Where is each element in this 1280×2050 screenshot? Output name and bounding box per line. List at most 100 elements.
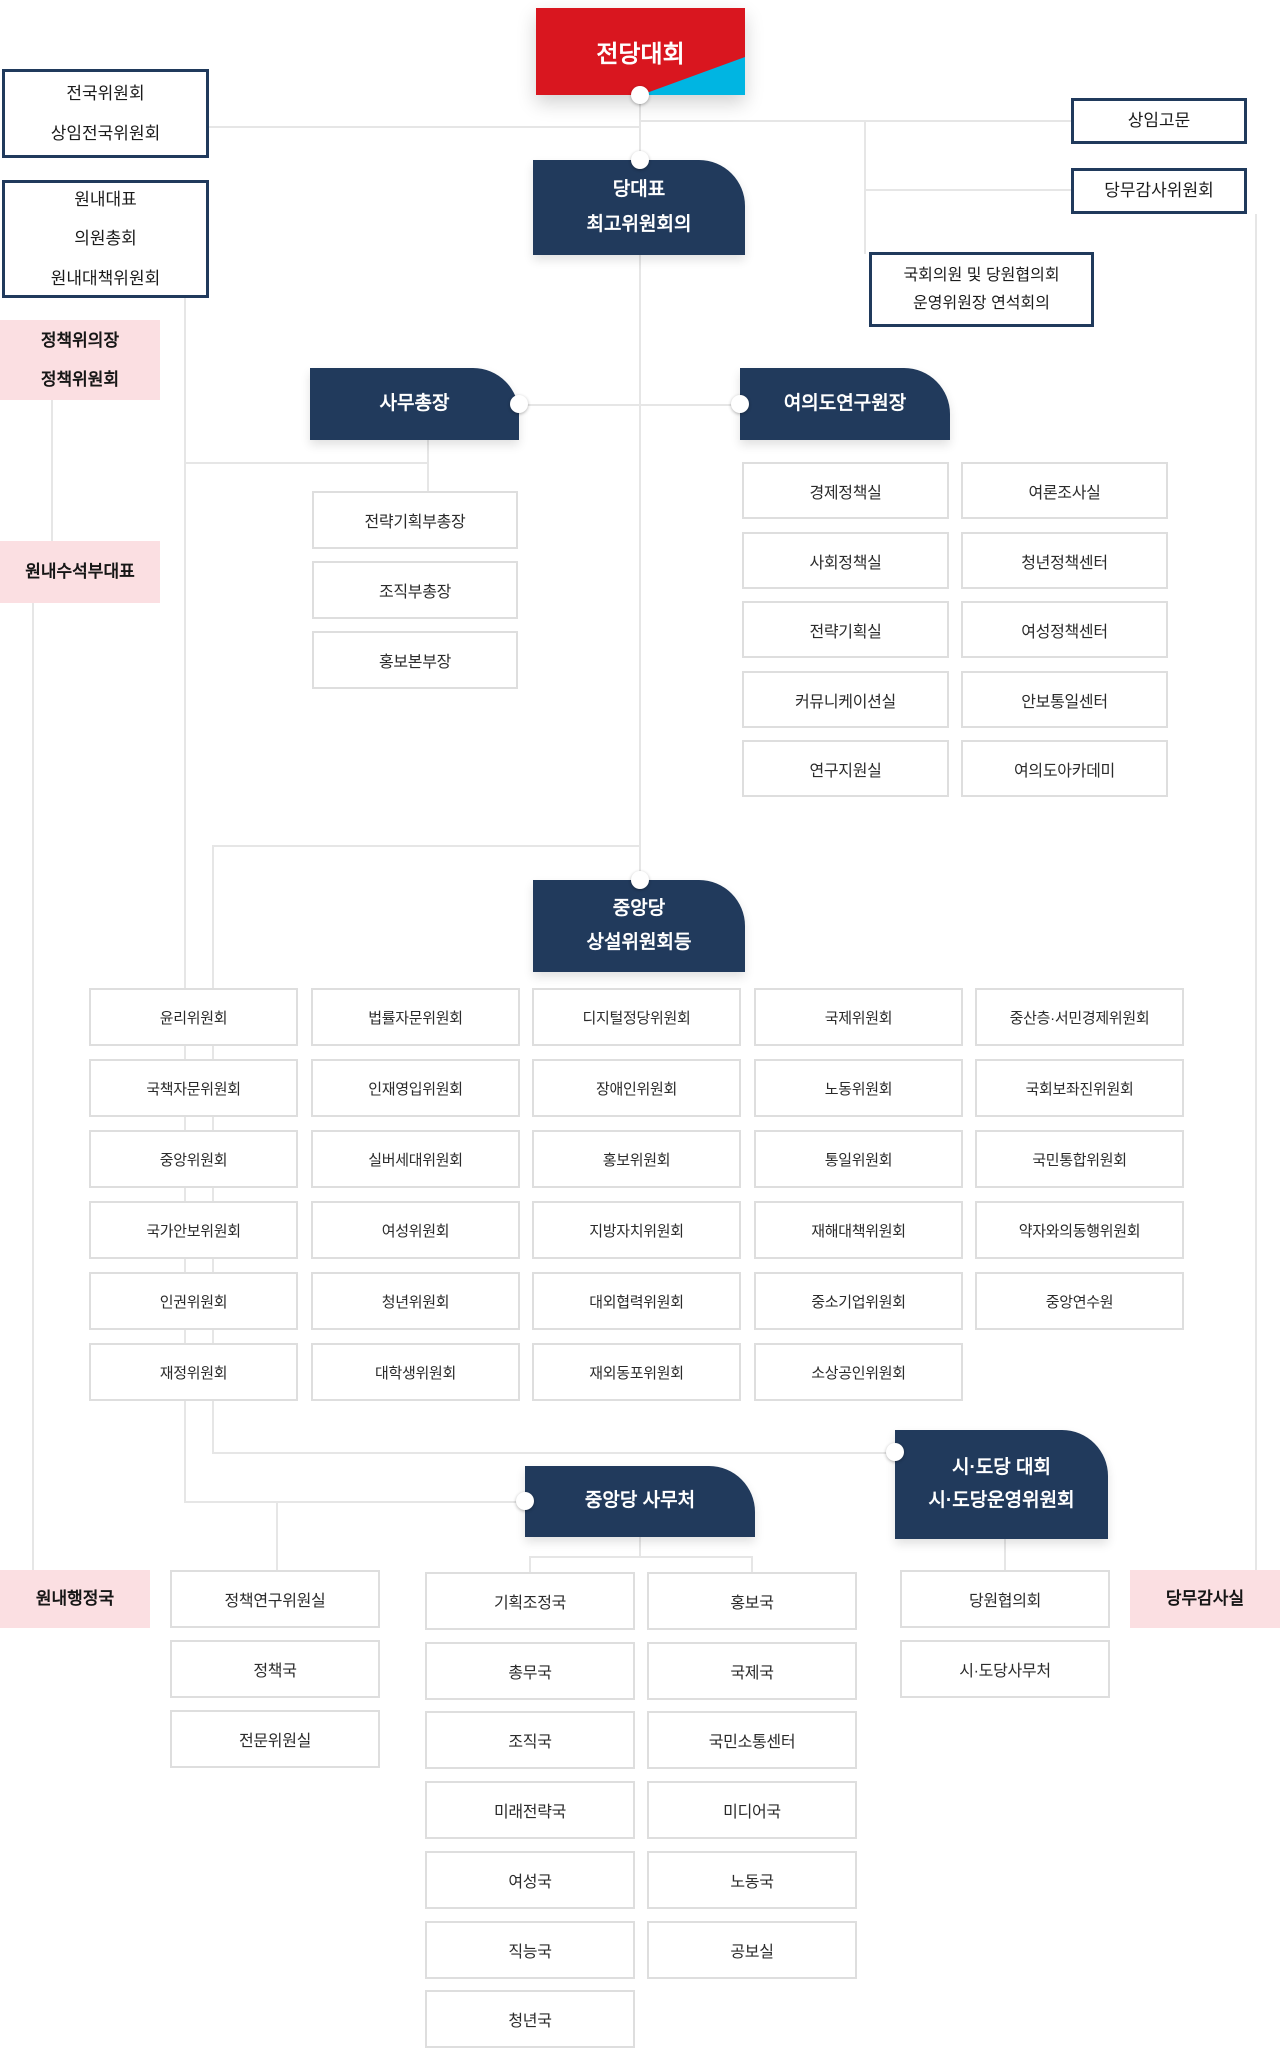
secretary-general-box: 사무총장: [310, 368, 519, 440]
committee-box: 실버세대위원회: [311, 1130, 520, 1188]
research-dept-box: 전략기획실: [742, 601, 949, 658]
connector-line: [639, 1537, 641, 1558]
committee-box: 재정위원회: [89, 1343, 298, 1401]
hq-dept-box: 노동국: [647, 1851, 857, 1909]
committee-box: 국가안보위원회: [89, 1201, 298, 1259]
connector-line: [184, 462, 429, 464]
connector-line: [32, 603, 34, 1570]
hq-dept-box: 직능국: [425, 1921, 635, 1979]
hq-dept-box: 조직국: [425, 1711, 635, 1769]
connector-line: [639, 95, 641, 880]
hq-dept-box: 미래전략국: [425, 1781, 635, 1839]
committee-box: 노동위원회: [754, 1059, 963, 1117]
national-committee-box: 전국위원회 상임전국위원회: [2, 69, 209, 158]
committee-box: 재외동포위원회: [532, 1343, 741, 1401]
secretary-sub-box: 홍보본부장: [312, 631, 518, 689]
hq-dept-box: 기획조정국: [425, 1572, 635, 1630]
connector-line: [864, 189, 1071, 191]
committee-box: 약자와의동행위원회: [975, 1201, 1184, 1259]
committee-box: 청년위원회: [311, 1272, 520, 1330]
party-hq-box: 중앙당 사무처: [525, 1466, 755, 1537]
connector-dot: [631, 151, 649, 169]
connector-dot: [516, 1492, 534, 1510]
hq-dept-box: 총무국: [425, 1642, 635, 1700]
sido-convention-box: 시·도당 대회 시·도당운영위원회: [895, 1430, 1108, 1539]
connector-line: [1255, 214, 1257, 1570]
secretary-sub-box: 조직부총장: [312, 561, 518, 619]
connector-dot: [731, 395, 749, 413]
connector-line: [529, 1556, 531, 1572]
connector-line: [51, 400, 53, 541]
connector-line: [427, 440, 429, 491]
research-dept-box: 안보통일센터: [961, 671, 1168, 728]
committee-box: 재해대책위원회: [754, 1201, 963, 1259]
floor-admin-box: 원내행정국: [0, 1570, 150, 1628]
committee-box: 장애인위원회: [532, 1059, 741, 1117]
hq-dept-box: 청년국: [425, 1990, 635, 2048]
research-dept-box: 커뮤니케이션실: [742, 671, 949, 728]
audit-committee-box: 당무감사위원회: [1071, 168, 1247, 214]
connector-line: [1004, 1539, 1006, 1570]
standing-committees-box: 중앙당 상설위원회등: [533, 880, 745, 972]
committee-box: 윤리위원회: [89, 988, 298, 1046]
committee-box: 중산층·서민경제위원회: [975, 988, 1184, 1046]
hq-dept-box: 여성국: [425, 1851, 635, 1909]
connector-dot: [631, 86, 649, 104]
committee-box: 인재영입위원회: [311, 1059, 520, 1117]
hq-dept-box: 홍보국: [647, 1572, 857, 1630]
connector-line: [184, 1501, 525, 1503]
floor-deputy-box: 원내수석부대표: [0, 541, 160, 603]
hq-dept-box: 국제국: [647, 1642, 857, 1700]
connector-dot: [631, 871, 649, 889]
research-dept-box: 연구지원실: [742, 740, 949, 797]
research-institute-box: 여의도연구원장: [740, 368, 950, 440]
sido-sub-box: 시·도당사무처: [900, 1640, 1110, 1698]
committee-box: 통일위원회: [754, 1130, 963, 1188]
policy-chair-box: 정책위의장 정책위원회: [0, 320, 160, 400]
committee-box: 디지털정당위원회: [532, 988, 741, 1046]
sido-sub-box: 당원협의회: [900, 1570, 1110, 1628]
hq-policy-box: 전문위원실: [170, 1710, 380, 1768]
convention-label: 전당대회: [596, 41, 685, 68]
research-dept-box: 경제정책실: [742, 462, 949, 519]
committee-box: 국민통합위원회: [975, 1130, 1184, 1188]
connector-line: [864, 120, 866, 254]
research-dept-box: 여의도아카데미: [961, 740, 1168, 797]
committee-box: 대학생위원회: [311, 1343, 520, 1401]
research-dept-box: 청년정책센터: [961, 532, 1168, 589]
committee-box: 대외협력위원회: [532, 1272, 741, 1330]
joint-meeting-box: 국회의원 및 당원협의회 운영위원장 연석회의: [869, 252, 1094, 327]
connector-dot: [886, 1443, 904, 1461]
audit-office-box: 당무감사실: [1130, 1570, 1280, 1628]
committee-box: 중앙연수원: [975, 1272, 1184, 1330]
committee-box: 소상공인위원회: [754, 1343, 963, 1401]
research-dept-box: 여성정책센터: [961, 601, 1168, 658]
connector-line: [209, 126, 640, 128]
committee-box: 홍보위원회: [532, 1130, 741, 1188]
committee-box: 국제위원회: [754, 988, 963, 1046]
committee-box: 국회보좌진위원회: [975, 1059, 1184, 1117]
connector-line: [212, 845, 640, 847]
hq-dept-box: 미디어국: [647, 1781, 857, 1839]
connector-line: [519, 404, 740, 406]
connector-line: [184, 298, 186, 1503]
hq-policy-box: 정책국: [170, 1640, 380, 1698]
connector-line: [751, 1556, 753, 1572]
research-dept-box: 사회정책실: [742, 532, 949, 589]
hq-policy-box: 정책연구위원실: [170, 1570, 380, 1628]
floor-group-box: 원내대표 의원총회 원내대책위원회: [2, 180, 209, 298]
connector-line: [640, 120, 1071, 122]
committee-box: 중앙위원회: [89, 1130, 298, 1188]
committee-box: 중소기업위원회: [754, 1272, 963, 1330]
committee-box: 지방자치위원회: [532, 1201, 741, 1259]
connector-line: [276, 1501, 278, 1570]
connector-line: [212, 1452, 895, 1454]
hq-dept-box: 공보실: [647, 1921, 857, 1979]
party-leader-box: 당대표 최고위원회의: [533, 160, 745, 255]
senior-advisors-box: 상임고문: [1071, 98, 1247, 144]
connector-line: [529, 1556, 753, 1558]
hq-dept-box: 국민소통센터: [647, 1711, 857, 1769]
committee-box: 국책자문위원회: [89, 1059, 298, 1117]
connector-dot: [510, 395, 528, 413]
